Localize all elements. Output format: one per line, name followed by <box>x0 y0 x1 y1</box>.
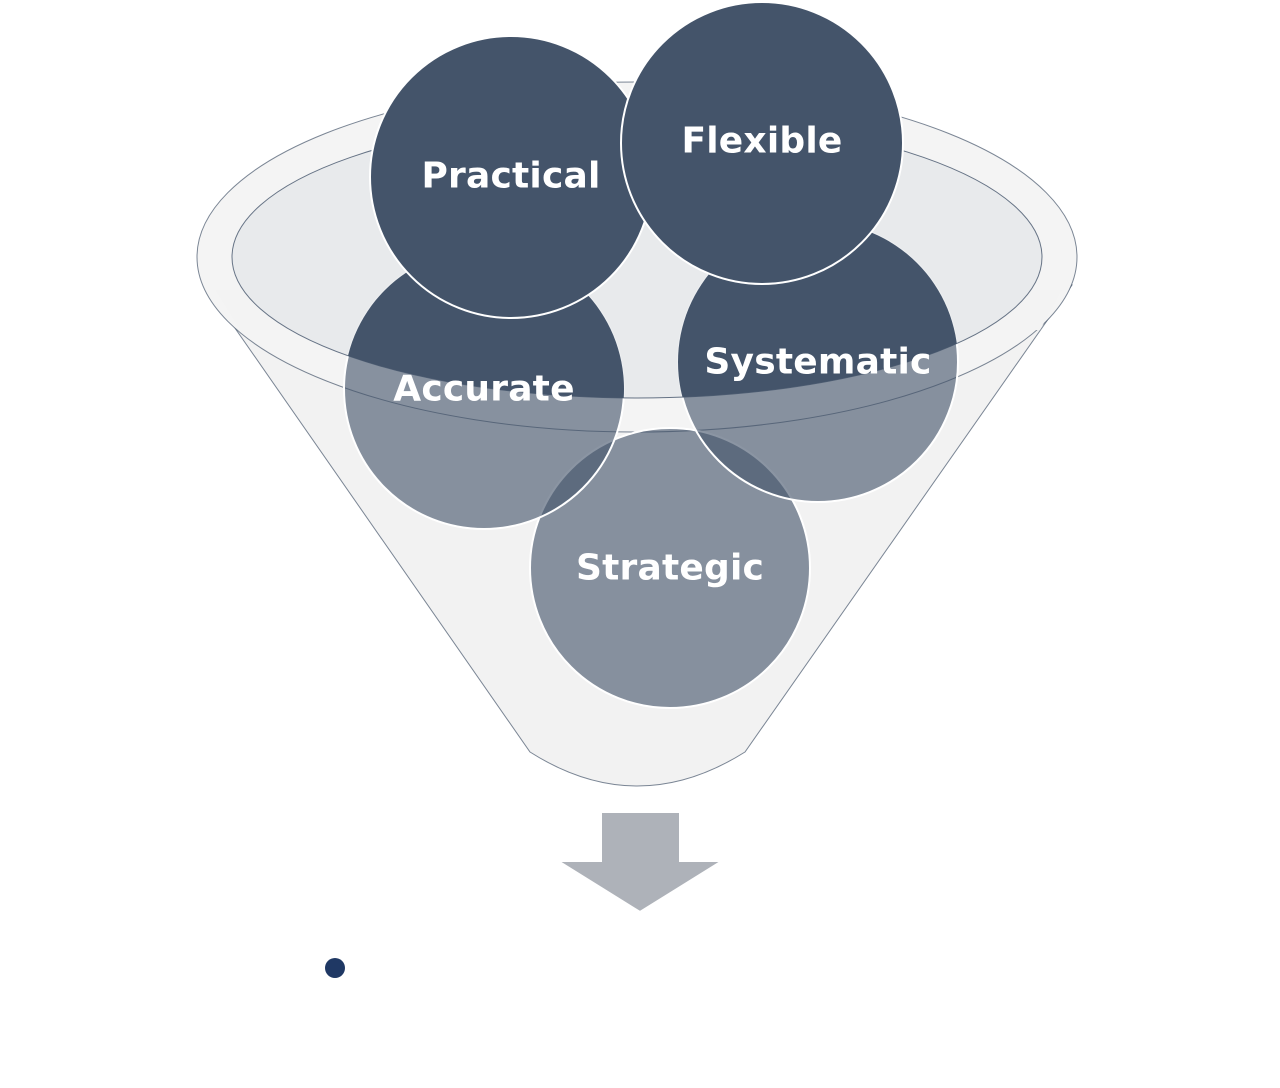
label-systematic: Systematic <box>704 342 931 383</box>
label-flexible: Flexible <box>681 121 842 162</box>
label-practical: Practical <box>421 156 600 197</box>
down-arrow-icon <box>554 811 726 914</box>
ball-systematic-top <box>678 222 958 398</box>
label-strategic: Strategic <box>576 548 764 589</box>
ball-flexible <box>620 1 904 285</box>
ball-strategic <box>529 427 811 709</box>
bullet-dot-icon <box>325 958 345 978</box>
label-accurate: Accurate <box>393 369 574 410</box>
